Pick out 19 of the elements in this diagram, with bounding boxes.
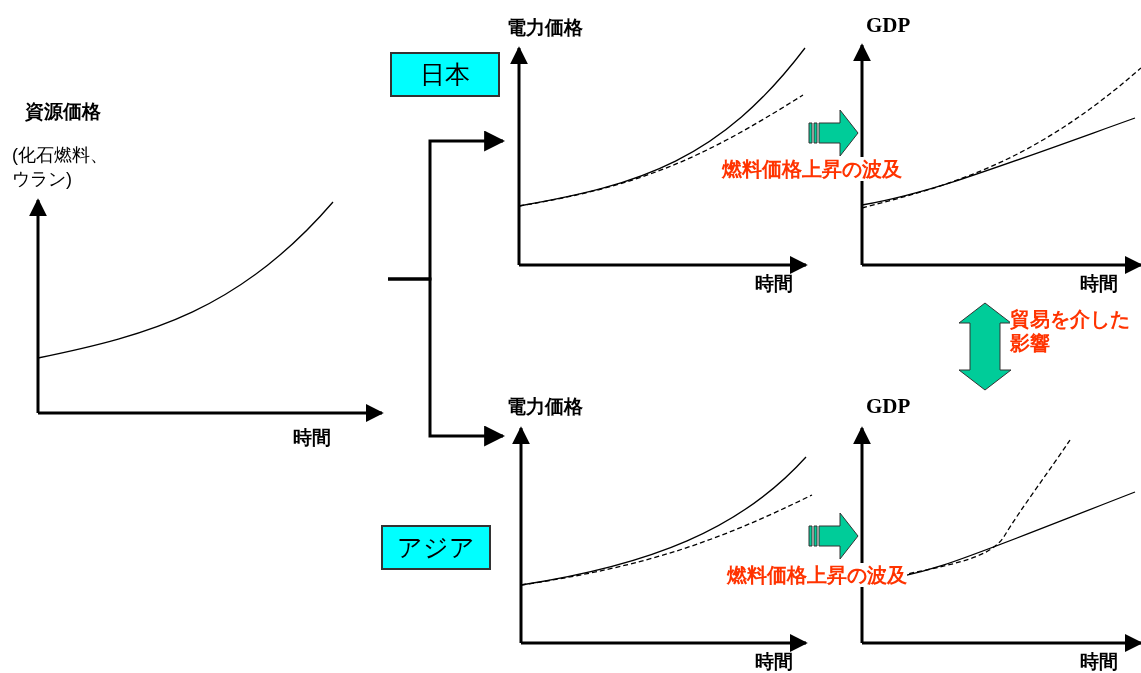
edge-label: 燃料価格上昇の波及 (722, 157, 902, 181)
axis-label: 時間 (755, 650, 793, 673)
block-arrow (958, 302, 1012, 391)
axis-label: 資源価格 (25, 100, 101, 124)
arrow (388, 277, 506, 447)
block-arrow (808, 109, 859, 157)
axis-label: 電力価格 (507, 16, 583, 40)
block-arrow (808, 512, 859, 560)
edge-label: 燃料価格上昇の波及 (727, 563, 907, 587)
region-box: アジア (381, 525, 491, 570)
axis-label: (化石燃料、ウラン) (12, 144, 109, 191)
axis-label: GDP (866, 13, 911, 37)
axis-label: 時間 (1080, 650, 1118, 673)
axis-label: 時間 (755, 272, 793, 296)
axis-label: 時間 (1080, 272, 1118, 296)
axis-label: 電力価格 (507, 395, 583, 419)
region-box: 日本 (390, 52, 500, 97)
axis-label: 時間 (293, 426, 331, 450)
axis-label: GDP (866, 394, 911, 418)
